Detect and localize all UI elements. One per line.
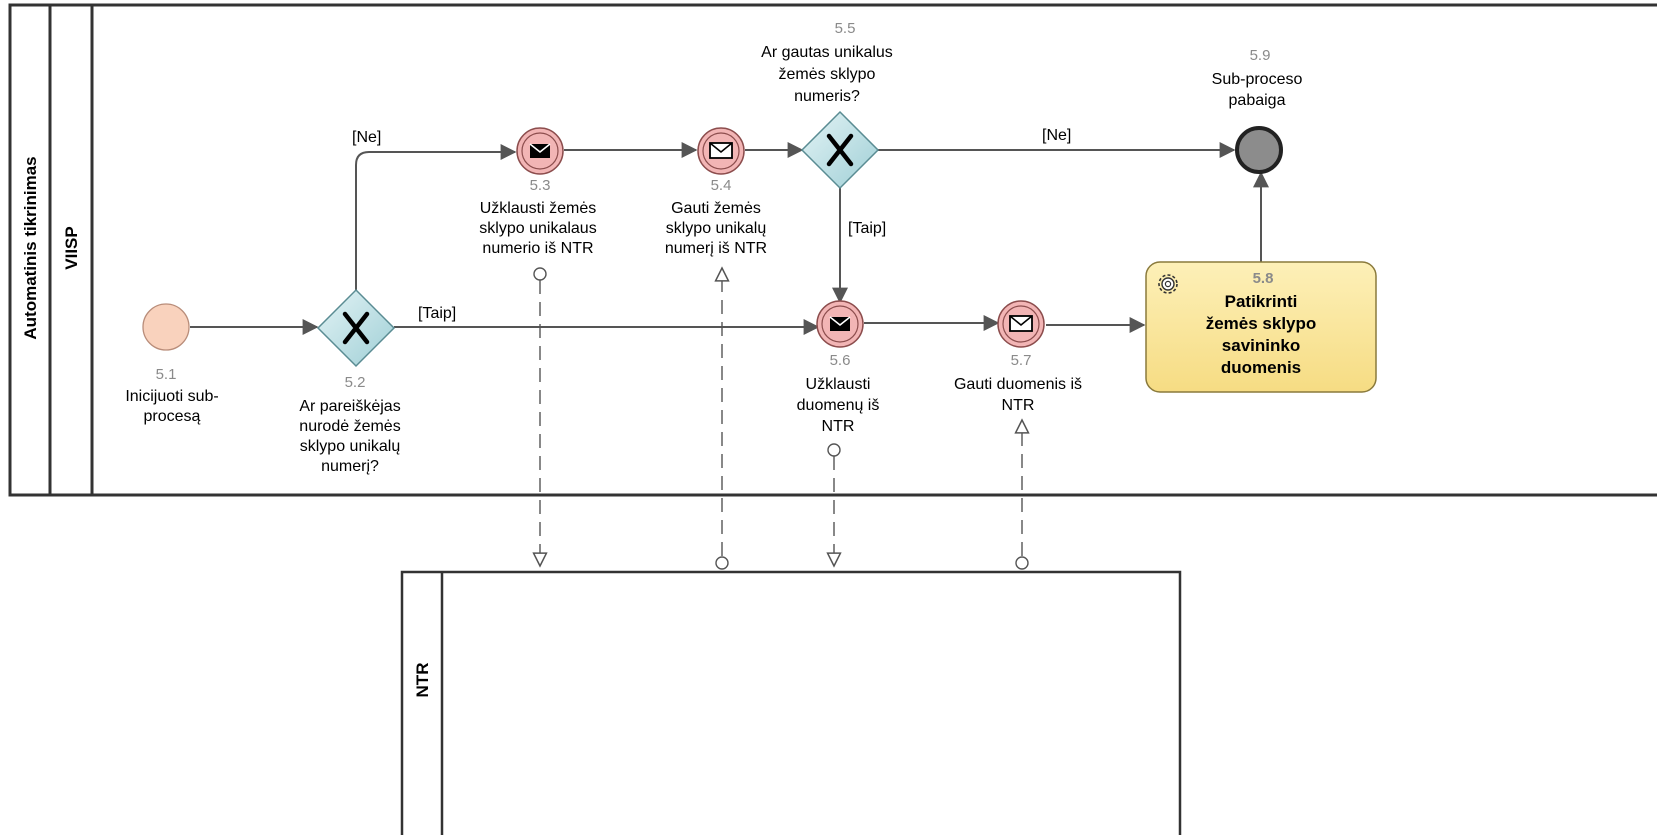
node-label-line: sklypo unikalų — [300, 438, 401, 455]
node-number: 5.3 — [530, 177, 551, 194]
node-label-line: numerį? — [321, 458, 379, 475]
start-event-circle — [142, 303, 190, 351]
envelope-outline-icon — [709, 142, 733, 159]
node-label-line: Ar gautas unikalus — [761, 44, 893, 61]
node-label-line: Sub-proceso — [1212, 71, 1303, 88]
exclusive-x-icon — [826, 133, 854, 167]
pool-title: Automatinis tikrinimas — [21, 156, 40, 339]
message-flow-3-source — [533, 267, 547, 281]
node-label-line: numerio iš NTR — [482, 240, 593, 257]
node-label-line: savininko — [1222, 336, 1300, 355]
node-number: 5.8 — [1253, 270, 1274, 287]
message-flows — [533, 267, 1029, 570]
node-label-line: nurodė žemės — [299, 418, 400, 435]
node-label-line: Inicijuoti sub- — [125, 388, 218, 405]
sequence-flows — [190, 142, 1269, 335]
node-label-line: Užklausti žemės — [480, 200, 596, 217]
flow-gw2-no[interactable] — [355, 144, 517, 290]
node-number: 5.4 — [711, 177, 732, 194]
pool-ntr: NTR — [400, 570, 1182, 835]
pool-border — [8, 3, 1657, 497]
node-label-line: NTR — [822, 418, 855, 435]
end-event-5-9[interactable]: 5.9 Sub-proceso pabaiga — [1212, 47, 1303, 174]
end-event-circle — [1235, 126, 1283, 174]
node-label-line: Ar pareiškėjas — [299, 398, 400, 415]
message-event-5-6[interactable]: 5.6 Užklausti duomenų iš NTR — [797, 300, 880, 435]
node-number: 5.2 — [345, 374, 366, 391]
node-label-line: sklypo unikalaus — [479, 220, 596, 237]
node-number: 5.9 — [1250, 47, 1271, 64]
gateway-5-2[interactable]: 5.2 Ar pareiškėjas nurodė žemės sklypo u… — [299, 288, 401, 475]
service-task-5-8[interactable]: 5.8 Patikrinti žemės sklypo savininko du… — [1145, 261, 1377, 393]
node-label-line: numerį iš NTR — [665, 240, 767, 257]
message-flow-4-source — [715, 556, 729, 570]
node-number: 5.7 — [1011, 352, 1032, 369]
node-label-line: Užklausti — [806, 376, 871, 393]
exclusive-x-icon — [342, 311, 370, 345]
envelope-filled-icon — [829, 316, 851, 331]
message-flow-6-source — [827, 443, 841, 457]
start-event-5-1[interactable]: 5.1 Inicijuoti sub- procesą — [125, 303, 219, 425]
node-label-line: Patikrinti — [1225, 292, 1298, 311]
lane-title: VIISP — [62, 226, 81, 269]
node-label-line: Gauti žemės — [671, 200, 761, 217]
node-number: 5.5 — [835, 20, 856, 37]
node-label-line: duomenų iš — [797, 397, 880, 414]
node-number: 5.6 — [830, 352, 851, 369]
node-label-line: duomenis — [1221, 358, 1301, 377]
node-label-line: numeris? — [794, 88, 860, 105]
envelope-filled-icon — [529, 143, 551, 158]
flow-label-gw5-yes: [Taip] — [848, 220, 886, 237]
gateway-5-5[interactable]: 5.5 Ar gautas unikalus žemės sklypo nume… — [761, 20, 893, 190]
task-box — [1145, 261, 1377, 393]
message-flow-7-source — [1015, 556, 1029, 570]
pool-automatinis-tikrinimas: Automatinis tikrinimas VIISP — [8, 3, 1657, 497]
flow-label-gw2-no: [Ne] — [352, 129, 381, 146]
envelope-outline-icon — [1009, 315, 1033, 332]
node-number: 5.1 — [156, 366, 177, 383]
ntr-pool-border — [400, 570, 1182, 835]
gear-icon — [1158, 274, 1178, 294]
node-label-line: Gauti duomenis iš — [954, 376, 1082, 393]
node-label-line: žemės sklypo — [779, 66, 876, 83]
node-label-line: žemės sklypo — [1206, 314, 1317, 333]
message-event-5-4[interactable]: 5.4 Gauti žemės sklypo unikalų numerį iš… — [665, 127, 767, 257]
message-event-5-7[interactable]: 5.7 Gauti duomenis iš NTR — [954, 300, 1082, 414]
node-label-line: procesą — [144, 408, 201, 425]
node-label-line: sklypo unikalų — [666, 220, 767, 237]
node-label-line: NTR — [1002, 397, 1035, 414]
message-event-5-3[interactable]: 5.3 Užklausti žemės sklypo unikalaus num… — [479, 127, 597, 257]
flow-label-gw2-yes: [Taip] — [418, 305, 456, 322]
ntr-pool-title: NTR — [413, 663, 432, 698]
flow-label-gw5-no: [Ne] — [1042, 127, 1071, 144]
node-label-line: pabaiga — [1229, 92, 1286, 109]
